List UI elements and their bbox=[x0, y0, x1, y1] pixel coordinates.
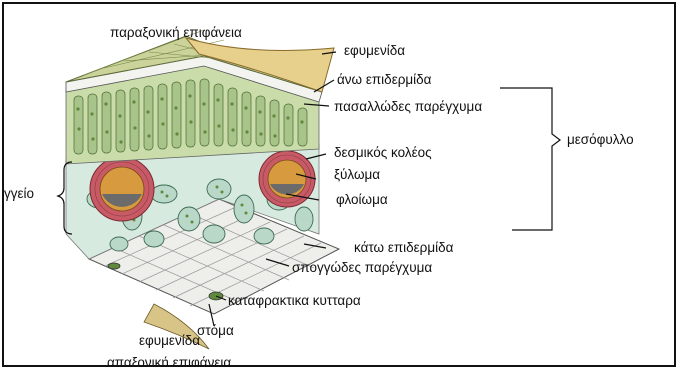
label-palisade: πασαλλώδες παρέγχυμα bbox=[334, 100, 482, 114]
diagram-frame: παραξονική επιφάνεια εφυμενίδα άνω επιδε… bbox=[2, 2, 676, 367]
label-abaxial-surface: απαξονική επιφάνεια bbox=[107, 356, 231, 367]
vascular-bundle-left bbox=[90, 157, 154, 221]
label-phloem: φλοίωμα bbox=[336, 193, 388, 207]
label-spongy: σπογγώδες παρέγχυμα bbox=[292, 261, 432, 275]
label-mesophyll: μεσόφυλλο bbox=[567, 133, 634, 147]
label-guard-cells: καταφρακτικα κυτταρα bbox=[228, 294, 361, 308]
label-upper-epidermis: άνω επιδερμίδα bbox=[337, 73, 432, 87]
label-stoma: στόμα bbox=[197, 324, 234, 338]
label-cuticle-top: εφυμενίδα bbox=[344, 44, 405, 58]
label-adaxial-surface: παραξονική επιφάνεια bbox=[110, 26, 242, 40]
label-cuticle-bottom: εφυμενίδα bbox=[139, 334, 200, 348]
label-lower-epidermis: κάτω επιδερμίδα bbox=[354, 241, 453, 255]
label-bundle-sheath: δεσμικός κολέος bbox=[334, 146, 432, 160]
leaf-cross-section-illustration bbox=[4, 4, 676, 367]
mesophyll-bracket bbox=[500, 88, 560, 230]
label-vessel: γγείο bbox=[4, 187, 34, 201]
label-xylem: ξύλωμα bbox=[334, 168, 380, 182]
